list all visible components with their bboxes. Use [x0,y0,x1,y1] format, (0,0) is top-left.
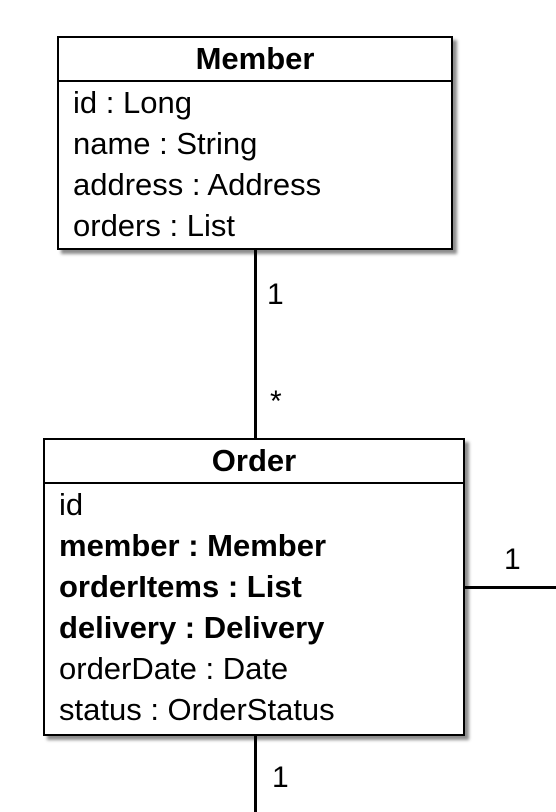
association-line-member-order [254,250,257,438]
association-line-order-bottom [254,736,257,812]
multiplicity-order-end: * [270,385,282,418]
member-attribute-list: id : Long name : String address : Addres… [59,82,451,246]
order-attribute: delivery : Delivery [59,610,325,645]
order-attribute: orderItems : List [59,569,302,604]
association-line-order-right [465,586,556,589]
multiplicity-order-bottom-end: 1 [272,761,289,794]
order-attribute: id [59,487,84,522]
order-class-name: Order [45,440,463,484]
member-attribute: address : Address [73,167,322,202]
member-class-box: Member id : Long name : String address :… [57,36,453,250]
order-attribute: status : OrderStatus [59,692,335,727]
member-attribute: name : String [73,126,258,161]
order-attribute: member : Member [59,528,327,563]
member-attribute: id : Long [73,85,192,120]
member-class-name: Member [59,38,451,82]
order-attribute-list: id member : Member orderItems : List del… [45,484,463,730]
multiplicity-order-right-end: 1 [504,543,521,576]
order-class-box: Order id member : Member orderItems : Li… [43,438,465,736]
multiplicity-member-end: 1 [267,278,284,311]
member-attribute: orders : List [73,208,235,243]
order-attribute: orderDate : Date [59,651,289,686]
